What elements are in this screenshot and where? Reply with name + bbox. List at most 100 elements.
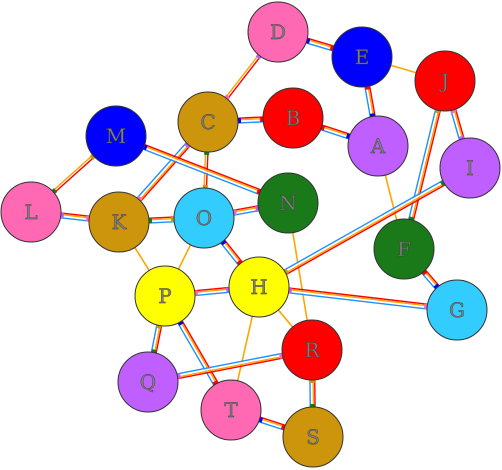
node-label: C xyxy=(200,110,215,134)
edge-strand xyxy=(175,355,285,379)
edge-strand xyxy=(282,180,446,274)
edge-R-S xyxy=(309,377,316,410)
edge-strand xyxy=(58,215,92,221)
edge-B-A xyxy=(318,123,353,141)
edge-L-K xyxy=(58,212,92,222)
edge-O-P xyxy=(176,242,193,272)
edge-strand xyxy=(138,144,192,204)
node-circle xyxy=(331,26,393,88)
edge-P-T xyxy=(176,318,220,388)
node-M: M xyxy=(85,105,147,167)
edge-strand xyxy=(225,54,263,102)
node-label: G xyxy=(449,298,465,322)
edge-R-Q xyxy=(174,352,286,380)
node-label: D xyxy=(270,20,286,44)
node-circle xyxy=(282,406,344,468)
edge-strand xyxy=(140,147,262,196)
node-label: B xyxy=(286,106,301,130)
edge-J-F xyxy=(407,107,442,223)
node-Q: Q xyxy=(117,351,179,413)
edge-O-N xyxy=(231,204,261,217)
edge-strand xyxy=(174,352,285,375)
edge-strand xyxy=(142,144,263,193)
node-circle xyxy=(281,319,343,381)
node-label: A xyxy=(370,134,386,158)
node-B: B xyxy=(262,87,324,149)
node-N: N xyxy=(257,172,319,234)
node-R: R xyxy=(281,319,343,381)
edge-strand xyxy=(192,288,232,294)
edge-T-S xyxy=(256,415,288,432)
edge-strand xyxy=(304,38,336,49)
edge-strand xyxy=(155,323,163,356)
edge-strand xyxy=(305,37,337,48)
edge-strand xyxy=(304,40,336,51)
edge-H-R xyxy=(276,307,295,330)
edge-strand xyxy=(320,123,353,136)
node-circle xyxy=(134,265,196,327)
edge-strand xyxy=(303,41,335,52)
node-T: T xyxy=(200,379,262,441)
edge-strand xyxy=(258,415,288,427)
edge-strand xyxy=(409,107,439,222)
edge-strand xyxy=(179,319,219,386)
node-label: L xyxy=(24,200,37,224)
edge-strand xyxy=(219,240,241,268)
node-circle xyxy=(117,351,179,413)
edge-strand xyxy=(454,107,466,141)
edge-M-L xyxy=(50,152,97,196)
node-label: K xyxy=(112,210,128,234)
node-circle xyxy=(347,115,409,177)
edge-strand xyxy=(52,155,97,195)
node-label: J xyxy=(439,69,449,93)
edge-strand xyxy=(135,140,189,200)
edge-strand xyxy=(407,107,437,222)
edge-strand xyxy=(286,291,429,310)
edge-strand xyxy=(193,291,232,297)
edge-strand xyxy=(58,213,92,219)
edge-strand xyxy=(367,84,375,119)
node-I: I xyxy=(439,137,501,199)
edge-strand xyxy=(286,288,430,307)
edge-strand xyxy=(318,128,351,141)
edge-strand xyxy=(220,239,242,267)
edge-E-A xyxy=(363,84,377,119)
node-circle xyxy=(373,218,435,280)
edge-P-Q xyxy=(150,322,163,356)
edge-strand xyxy=(137,142,191,203)
node-G: G xyxy=(426,279,488,341)
edge-strand xyxy=(141,146,262,195)
node-circle xyxy=(88,191,150,253)
edge-strand xyxy=(291,230,309,323)
node-F: F xyxy=(373,218,435,280)
edge-strand xyxy=(221,238,243,266)
edge-strand xyxy=(286,290,430,309)
node-label: R xyxy=(304,338,320,362)
edge-strand xyxy=(283,181,447,275)
edge-D-E xyxy=(303,37,337,52)
edge-strand xyxy=(449,108,461,142)
edge-strand xyxy=(176,242,193,272)
edge-strand xyxy=(410,108,440,223)
node-circle xyxy=(262,87,324,149)
edge-H-T xyxy=(236,314,254,383)
node-label: Q xyxy=(140,370,156,394)
node-circle xyxy=(426,279,488,341)
edge-O-H xyxy=(219,237,244,268)
edge-strand xyxy=(319,125,352,138)
edge-C-K xyxy=(135,140,192,204)
edge-strand xyxy=(153,323,162,355)
edge-strand xyxy=(180,318,220,385)
node-C: C xyxy=(177,91,239,153)
node-circle xyxy=(414,50,476,112)
edge-strand xyxy=(222,237,244,265)
node-O: O xyxy=(173,187,235,249)
node-label: T xyxy=(224,398,238,422)
edge-strand xyxy=(133,245,151,273)
edge-strand xyxy=(175,353,285,377)
edge-D-C xyxy=(223,52,263,102)
edge-K-O xyxy=(146,216,177,224)
edge-strand xyxy=(192,286,231,292)
node-A: A xyxy=(347,115,409,177)
